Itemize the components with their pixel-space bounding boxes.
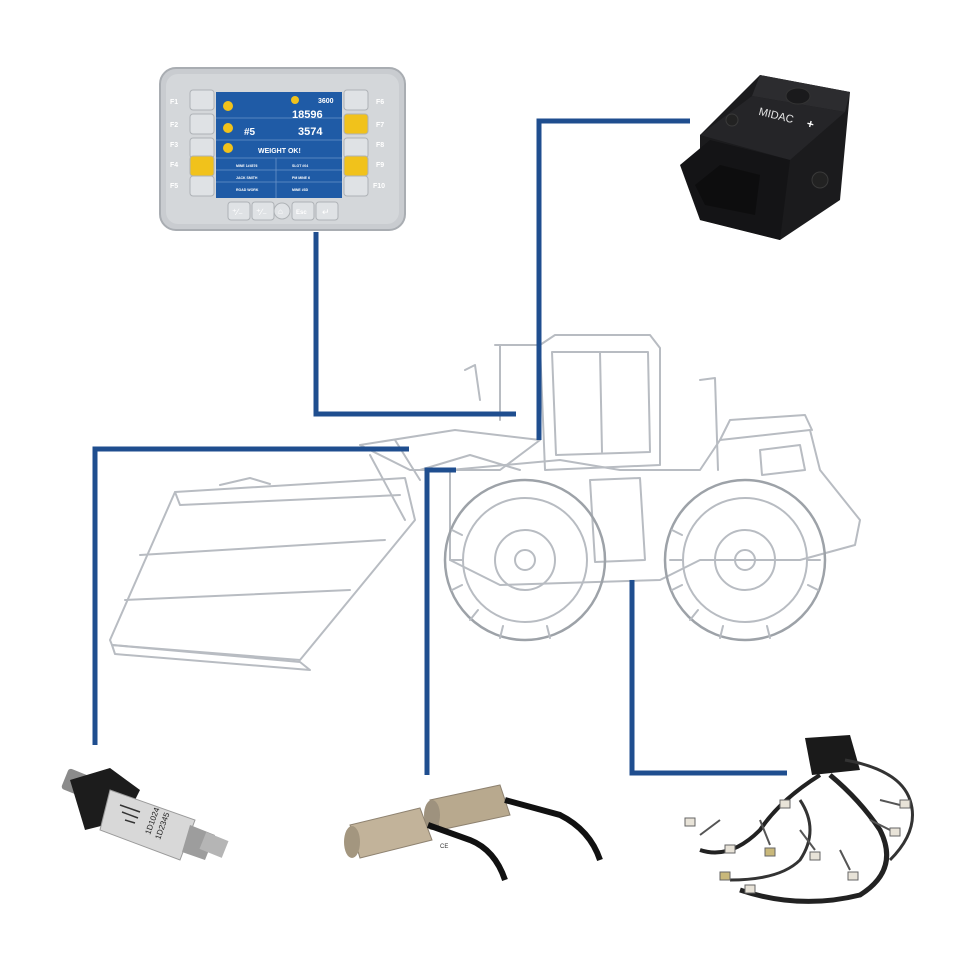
key-label-f7: F7 — [376, 122, 384, 129]
wiring-harness — [684, 735, 914, 904]
proximity-sensors: CE — [344, 784, 603, 882]
esc-label: Esc — [296, 210, 307, 216]
function-key[interactable] — [189, 137, 215, 159]
display-unit: F1 F2 F3 F4 F5 F6 F7 F8 F9 F10 3600 1859… — [159, 67, 406, 231]
function-key[interactable] — [343, 155, 369, 177]
row-3-right: MINE #3D — [292, 188, 309, 192]
connector-lines — [92, 118, 787, 776]
key-label-f3: F3 — [170, 142, 178, 149]
bucket-weight-value: 3574 — [298, 126, 323, 138]
home-button[interactable] — [273, 202, 291, 220]
truck-icon — [223, 101, 233, 111]
esc-button[interactable] — [291, 201, 315, 221]
wheel-loader-illustration — [109, 334, 861, 671]
right-function-keys — [343, 89, 369, 197]
key-label-f2: F2 — [170, 122, 178, 129]
scale-icon — [223, 143, 233, 153]
function-key[interactable] — [343, 137, 369, 159]
enter-icon: ↵ — [322, 207, 330, 217]
status-message: WEIGHT OK! — [258, 148, 301, 155]
top-value: 3600 — [318, 98, 334, 105]
bottom-key[interactable] — [227, 201, 251, 221]
function-key[interactable] — [189, 175, 215, 197]
key-label-f5: F5 — [170, 183, 178, 190]
enter-button[interactable] — [315, 201, 339, 221]
total-weight-value: 18596 — [292, 109, 323, 121]
row-1-right: SLOT #04 — [292, 164, 308, 168]
connector-pressure-sensor — [92, 446, 409, 745]
ce-mark-icon: CE — [440, 844, 448, 850]
function-key[interactable] — [343, 175, 369, 197]
row-1-left: MINE 1#4576 — [236, 164, 257, 168]
plus-minus-icon-2: ⁺∕₋ — [256, 207, 267, 217]
pressure-sensor: 1D1024 1D2345 — [61, 768, 229, 861]
function-key[interactable] — [189, 155, 215, 177]
key-label-f4: F4 — [170, 162, 178, 169]
load-icon — [291, 96, 299, 104]
connector-controller — [536, 118, 690, 440]
connector-display — [313, 232, 516, 417]
key-label-f9: F9 — [376, 162, 384, 169]
midac-controller: MIDAC + — [680, 75, 850, 240]
bucket-icon — [223, 123, 233, 133]
key-label-f6: F6 — [376, 99, 384, 106]
function-key[interactable] — [343, 89, 369, 111]
controller-label-plus: + — [805, 116, 815, 131]
vent-cap-icon — [785, 87, 811, 105]
left-function-keys — [189, 89, 215, 197]
key-label-f8: F8 — [376, 142, 384, 149]
bucket-number: #5 — [244, 127, 256, 138]
home-icon: ⌂ — [278, 207, 283, 216]
plus-minus-icon: ⁺∕₋ — [232, 207, 243, 217]
function-key[interactable] — [343, 113, 369, 135]
function-key[interactable] — [189, 89, 215, 111]
connector-proximity-sensors — [424, 467, 456, 775]
key-label-f1: F1 — [170, 99, 178, 106]
row-2-left: JACK SMITH — [236, 176, 258, 180]
display-screen — [216, 92, 342, 198]
row-3-left: ROAD WORK — [236, 188, 259, 192]
key-label-f10: F10 — [373, 183, 385, 190]
connector-wiring-harness — [629, 580, 787, 776]
function-key[interactable] — [189, 113, 215, 135]
row-2-right: PM MINE 6 — [292, 176, 310, 180]
